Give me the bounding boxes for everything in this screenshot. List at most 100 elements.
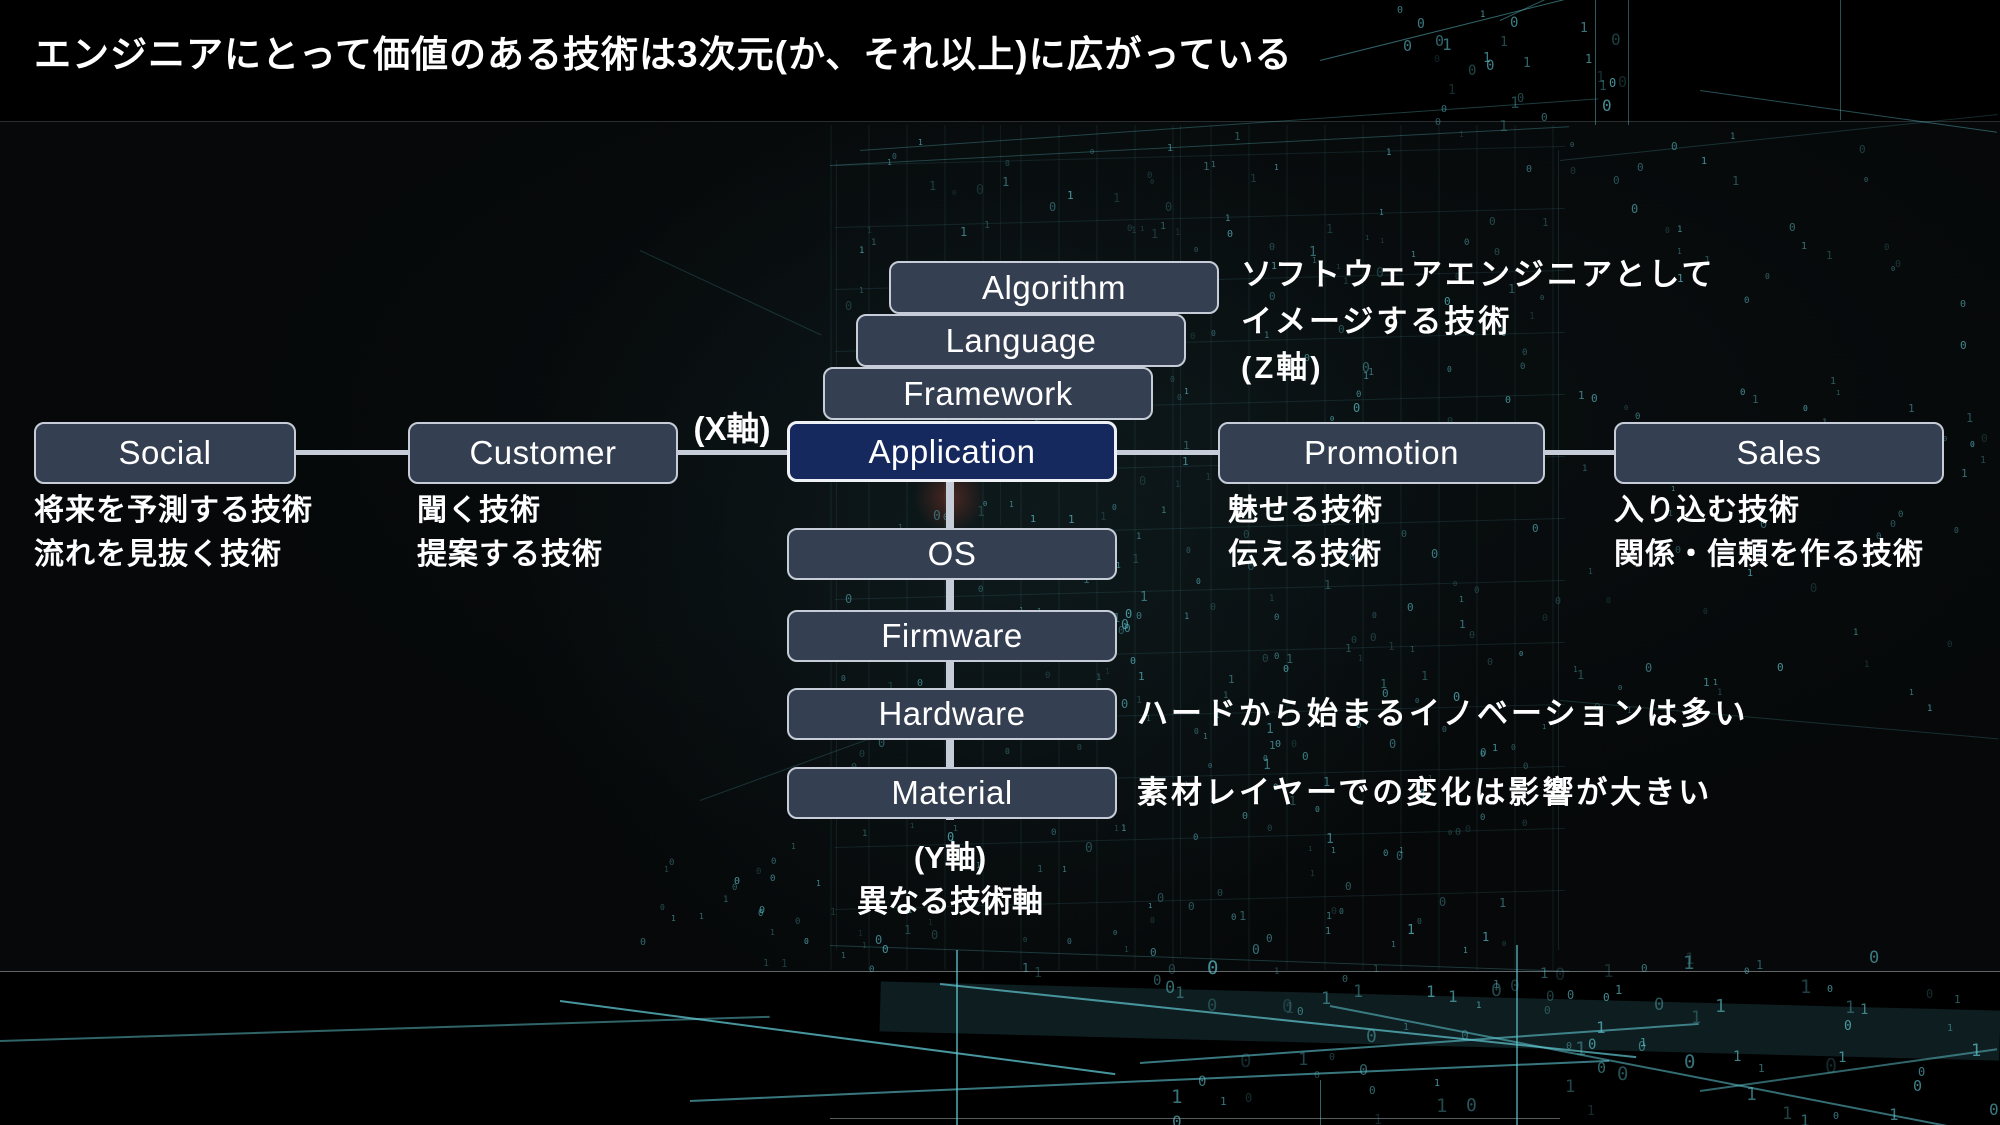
- binary-digit: 0: [1913, 1077, 1923, 1095]
- binary-digit: 0: [1165, 978, 1176, 998]
- binary-digit: 1: [1845, 998, 1856, 1018]
- binary-digit: 0: [1297, 1005, 1304, 1018]
- binary-digit: 1: [1640, 1036, 1647, 1049]
- connector-application-promotion: [1115, 450, 1219, 455]
- binary-digit: 0: [1989, 1100, 1999, 1119]
- binary-digit: 0: [1366, 1026, 1377, 1047]
- binary-digit: 0: [1172, 1112, 1182, 1125]
- binary-digit: 1: [1580, 21, 1588, 36]
- binary-digit: 1: [1733, 1049, 1742, 1065]
- binary-digit: 1: [1448, 83, 1456, 98]
- binary-digit: 0: [1461, 1029, 1469, 1044]
- connector-social-customer: [294, 450, 408, 455]
- background-line: [1499, 0, 1863, 21]
- binary-digit: 0: [1468, 63, 1477, 79]
- binary-digit: 0: [1510, 976, 1520, 995]
- box-framework: Framework: [823, 367, 1153, 420]
- binary-digit: 0: [1245, 1091, 1253, 1105]
- binary-digit: 1: [1947, 1023, 1954, 1034]
- binary-digit: 1: [1476, 1001, 1482, 1011]
- background-line: [1699, 1048, 1998, 1092]
- binary-digit: 0: [1618, 73, 1628, 91]
- binary-digit: 1: [1426, 982, 1436, 1001]
- box-social-label: Social: [118, 434, 212, 471]
- binary-digit: 1: [1493, 978, 1500, 991]
- binary-digit: 1: [1220, 1095, 1227, 1108]
- binary-digit: 1: [1523, 56, 1531, 71]
- x-axis-label: (X軸): [693, 410, 771, 447]
- box-os-label: OS: [927, 535, 977, 572]
- binary-digit: 1: [1171, 1086, 1183, 1108]
- binary-digit: 0: [1403, 37, 1413, 55]
- binary-digit: 0: [1546, 989, 1555, 1005]
- background-line: [939, 983, 1637, 1059]
- binary-digit: 1: [1500, 35, 1508, 50]
- binary-digit: 0: [1617, 1063, 1629, 1085]
- binary-digit: 0: [1517, 91, 1525, 105]
- binary-digit: 1: [1353, 982, 1364, 1002]
- binary-digit: 1: [1691, 1008, 1702, 1028]
- binary-digit: 1: [1321, 989, 1332, 1009]
- binary-digit: 0: [1827, 984, 1834, 995]
- box-algorithm: Algorithm: [889, 261, 1219, 314]
- box-hardware: Hardware: [787, 688, 1117, 740]
- binary-digit: 0: [1566, 1041, 1573, 1052]
- binary-digit: 1: [1575, 1038, 1587, 1060]
- binary-digit: 0: [1638, 1040, 1646, 1055]
- background-line: [1595, 0, 1596, 125]
- binary-digit: 1: [1971, 1041, 1982, 1061]
- box-sales: Sales: [1614, 422, 1944, 484]
- background-line: [830, 1118, 1560, 1119]
- box-application-label: Application: [868, 432, 1036, 470]
- social-note: 将来を予測する技術 流れを見抜く技術: [34, 494, 313, 571]
- background-line: [1329, 1005, 1998, 1125]
- background-line: [1516, 945, 1518, 1125]
- binary-digit: 1: [1585, 52, 1593, 66]
- binary-digit: 1: [1800, 976, 1812, 998]
- binary-digit: 0: [1329, 1052, 1336, 1063]
- binary-digit: 0: [1486, 58, 1495, 74]
- binary-digit: 1: [1448, 987, 1458, 1006]
- binary-digit: 0: [1153, 973, 1162, 989]
- hardware-note: ハードから始まるイノベーションは多い: [1137, 696, 1749, 731]
- box-customer-label: Customer: [469, 434, 617, 471]
- binary-digit: 1: [1782, 1104, 1793, 1124]
- binary-digit: 1: [1483, 51, 1491, 66]
- background-line: [956, 950, 958, 1125]
- slide-title: エンジニアにとって価値のある技術は3次元(か、それ以上)に広がっている: [34, 34, 1293, 75]
- background-line: [1319, 0, 1922, 61]
- binary-digit: 0: [1369, 1084, 1376, 1097]
- binary-digit: 0: [1466, 1095, 1477, 1116]
- binary-digit: 1: [1403, 1022, 1410, 1033]
- box-hardware-label: Hardware: [878, 695, 1026, 732]
- binary-digit: 1: [1565, 1077, 1576, 1097]
- binary-digit: 0: [1825, 1054, 1838, 1078]
- binary-digit: 0: [1597, 1059, 1607, 1077]
- binary-digit: 0: [1603, 991, 1610, 1004]
- binary-digit: 1: [1374, 1113, 1382, 1125]
- binary-digit: 0: [1434, 54, 1441, 65]
- binary-digit: 0: [1198, 1074, 1207, 1090]
- binary-digit: 1: [1800, 1111, 1810, 1125]
- binary-digit: 1: [1758, 1062, 1765, 1075]
- box-firmware: Firmware: [787, 610, 1117, 662]
- binary-digit: 1: [1434, 1078, 1441, 1089]
- background-line: [1840, 0, 1841, 120]
- binary-digit: 0: [1918, 1065, 1926, 1079]
- box-social: Social: [34, 422, 296, 484]
- binary-digit: 1: [1599, 79, 1607, 94]
- box-promotion: Promotion: [1218, 422, 1545, 484]
- box-algorithm-label: Algorithm: [982, 268, 1126, 306]
- box-os: OS: [787, 528, 1117, 580]
- sales-note: 入り込む技術 関係・信頼を作る技術: [1614, 494, 1924, 571]
- binary-digit: 1: [1889, 1105, 1899, 1124]
- binary-digit: 1: [1746, 1084, 1757, 1105]
- box-material: Material: [787, 767, 1117, 819]
- background-line: [689, 1059, 1610, 1102]
- material-note: 素材レイヤーでの変化は影響が大きい: [1137, 775, 1713, 810]
- binary-digit: 0: [1282, 996, 1293, 1017]
- binary-digit: 0: [1435, 32, 1445, 50]
- binary-digit: 1: [1615, 983, 1623, 997]
- binary-digit: 0: [1510, 15, 1519, 31]
